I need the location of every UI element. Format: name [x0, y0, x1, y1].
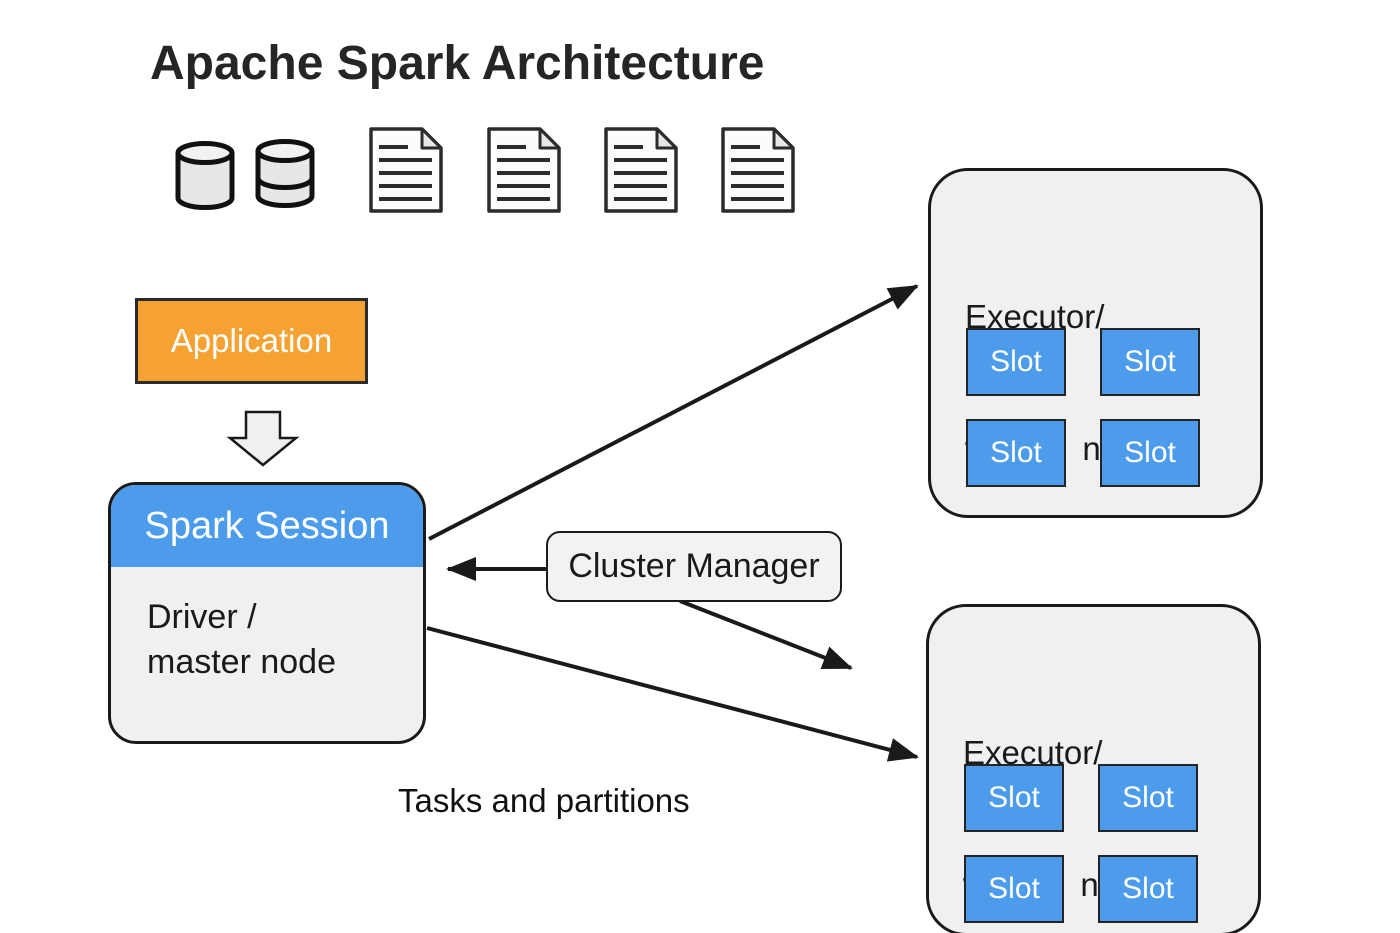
slot-label: Slot: [990, 436, 1042, 469]
arrow-spark-to-bottom-executor: [426, 626, 919, 762]
database-icon: [175, 141, 235, 210]
slot-label: Slot: [990, 345, 1042, 378]
document-icon: [604, 127, 678, 213]
slot-box: Slot: [964, 855, 1064, 923]
driver-line: Driver /: [147, 598, 257, 636]
document-icon: [369, 127, 443, 213]
slot-box: Slot: [1100, 419, 1200, 487]
spark-session-box: Spark Session Driver / master node: [108, 482, 426, 744]
down-arrow-icon: [226, 410, 300, 467]
slot-box: Slot: [964, 764, 1064, 832]
document-icon: [721, 127, 795, 213]
diagram-title: Apache Spark Architecture: [150, 37, 765, 90]
slot-label: Slot: [988, 781, 1040, 814]
document-icon: [487, 127, 561, 213]
database-stacked-icon: [255, 139, 315, 208]
slot-box: Slot: [1098, 764, 1198, 832]
slot-box: Slot: [1100, 328, 1200, 396]
slot-box: Slot: [1098, 855, 1198, 923]
arrow-cluster-to-bottom-executor: [679, 599, 853, 670]
spark-session-label: Spark Session: [144, 504, 390, 547]
cluster-manager-label: Cluster Manager: [568, 547, 820, 585]
application-label: Application: [170, 322, 333, 359]
slot-label: Slot: [1124, 436, 1176, 469]
tasks-partitions-caption: Tasks and partitions: [398, 782, 690, 819]
slot-box: Slot: [966, 328, 1066, 396]
slot-label: Slot: [988, 872, 1040, 905]
arrow-spark-to-top-executor: [428, 284, 919, 541]
executor-worker-node-top: Executor/ worker node Slot Slot Slot Slo…: [928, 168, 1263, 518]
application-box: Application: [135, 298, 368, 384]
slot-label: Slot: [1122, 781, 1174, 814]
driver-master-node-label: Driver / master node: [111, 567, 423, 685]
spark-session-header: Spark Session: [111, 485, 423, 567]
slot-box: Slot: [966, 419, 1066, 487]
cluster-manager-box: Cluster Manager: [546, 531, 842, 602]
master-node-line: master node: [147, 643, 336, 681]
slot-label: Slot: [1122, 872, 1174, 905]
executor-worker-node-bottom: Executor/ worker node Slot Slot Slot Slo…: [926, 604, 1261, 933]
slot-label: Slot: [1124, 345, 1176, 378]
